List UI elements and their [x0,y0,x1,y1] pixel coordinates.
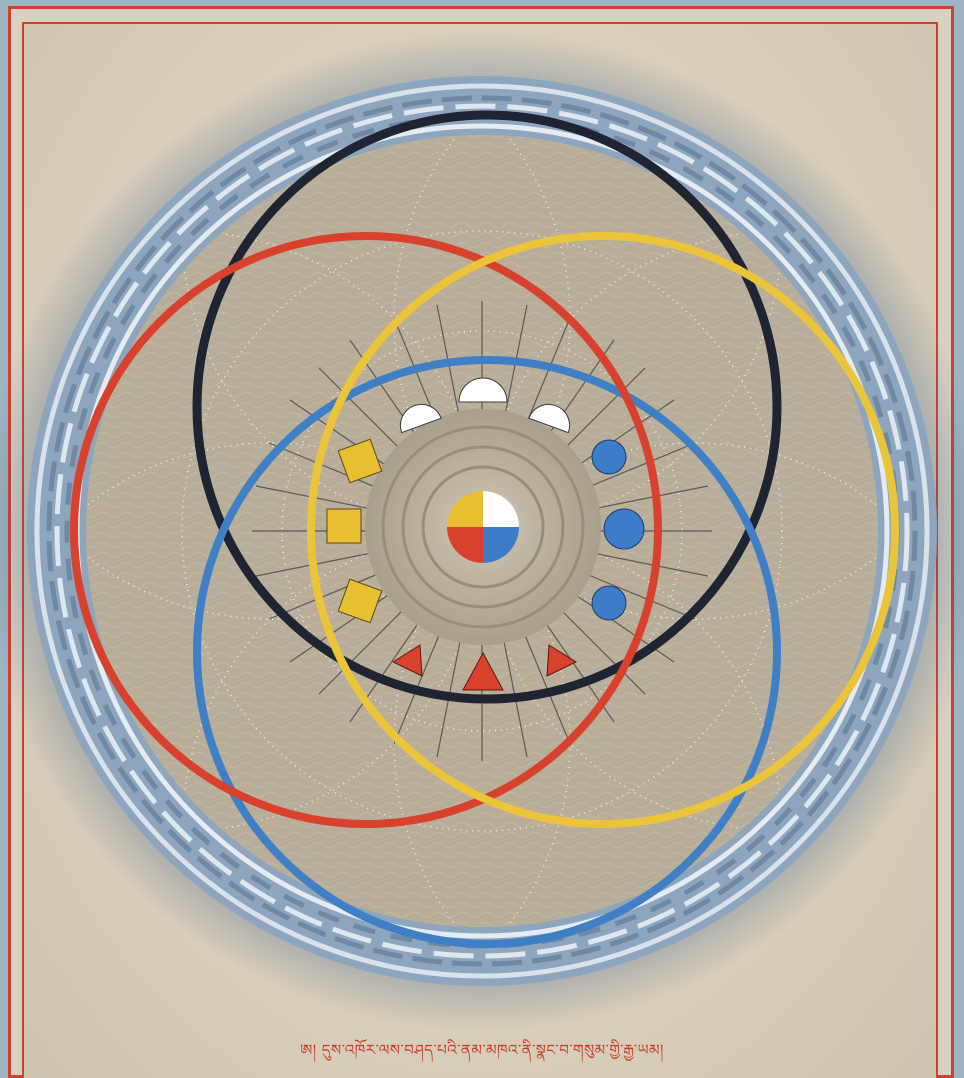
blue-circle-middle [604,509,644,549]
tibetan-caption: ཨ། དུས་འཁོར་ལས་བཤད་པའི་ནམ་མཁའ་ནི་སྣང་བ་ག… [0,1034,964,1076]
blue-circle-top [592,440,626,474]
four-color-disc [447,491,519,563]
yellow-square-middle [327,509,361,543]
blue-circle-bottom [592,586,626,620]
